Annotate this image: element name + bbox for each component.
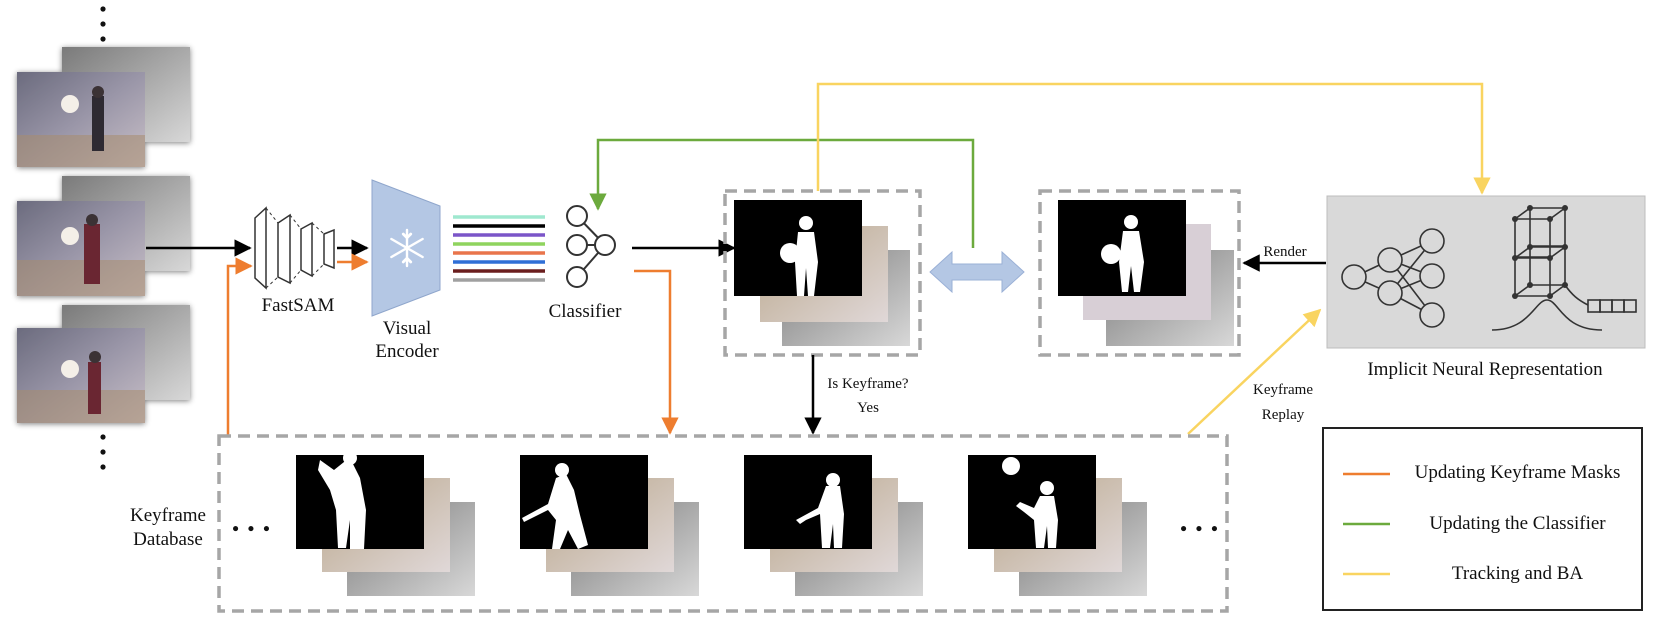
classifier-label: Classifier	[548, 301, 622, 322]
visual-encoder-label-line1: Visual	[382, 318, 432, 339]
arrow-database-to-fastsam	[226, 257, 253, 435]
input-frame-2	[17, 176, 190, 296]
rendered-person-silhouette-icon	[1101, 215, 1144, 292]
keyframe-2	[520, 455, 699, 596]
legend-label-tracking: Tracking and BA	[1451, 563, 1584, 584]
feature-vector-icon	[1587, 299, 1637, 313]
rendered-mask-box	[1038, 189, 1241, 357]
arrow-update-classifier	[589, 138, 975, 248]
keyframe-replay-label-line2: Replay	[1261, 407, 1305, 423]
arrow-tracking-ba	[816, 82, 1491, 195]
fastsam-label: FastSAM	[261, 295, 335, 316]
fastsam-network-icon	[254, 206, 335, 290]
keyframe-replay-label-line1: Keyframe	[1253, 382, 1313, 398]
input-frame-1	[17, 47, 190, 167]
voxel-grid-icon	[1512, 205, 1637, 313]
legend-lines	[1343, 472, 1390, 576]
is-keyframe-label: Is Keyframe?	[827, 376, 909, 392]
legend-label-keyframe-masks: Updating Keyframe Masks	[1414, 462, 1621, 483]
predicted-mask-stack	[734, 200, 910, 346]
keyframe-1	[296, 451, 475, 596]
keyframe-database-label-line1: Keyframe	[130, 505, 206, 526]
inr-label: Implicit Neural Representation	[1367, 359, 1603, 380]
arrow-keyframe-replay	[1187, 308, 1322, 435]
database-ellipsis-left: • • •	[232, 519, 272, 540]
keyframe-database-label-line2: Database	[133, 529, 203, 550]
visual-encoder-label-line2: Encoder	[375, 341, 439, 362]
feature-embedding-lines	[453, 215, 545, 282]
dots-bottom-icon	[100, 434, 106, 470]
neural-network-icon	[1341, 228, 1445, 328]
legend-label-classifier: Updating the Classifier	[1429, 513, 1606, 534]
input-frame-3	[17, 305, 190, 423]
gaussian-curve-icon	[1491, 299, 1603, 331]
keyframe-3	[744, 455, 923, 596]
yes-label: Yes	[857, 400, 879, 416]
render-label: Render	[1263, 244, 1307, 260]
rendered-mask-stack	[1058, 200, 1234, 346]
database-ellipsis-right: • • •	[1180, 519, 1220, 540]
predicted-mask-box	[723, 189, 922, 357]
keyframe-database-box	[217, 434, 1229, 613]
compare-double-arrow-icon	[929, 250, 1025, 294]
input-frames	[17, 6, 190, 470]
person-silhouette-icon	[780, 216, 818, 296]
dots-top-icon	[100, 6, 106, 42]
arrow-classifier-to-database	[634, 269, 679, 435]
classifier-graph-icon	[566, 205, 616, 288]
snowflake-icon	[390, 228, 424, 268]
keyframe-4	[968, 455, 1147, 596]
legend-box	[1322, 427, 1643, 611]
inr-panel	[1326, 195, 1646, 349]
